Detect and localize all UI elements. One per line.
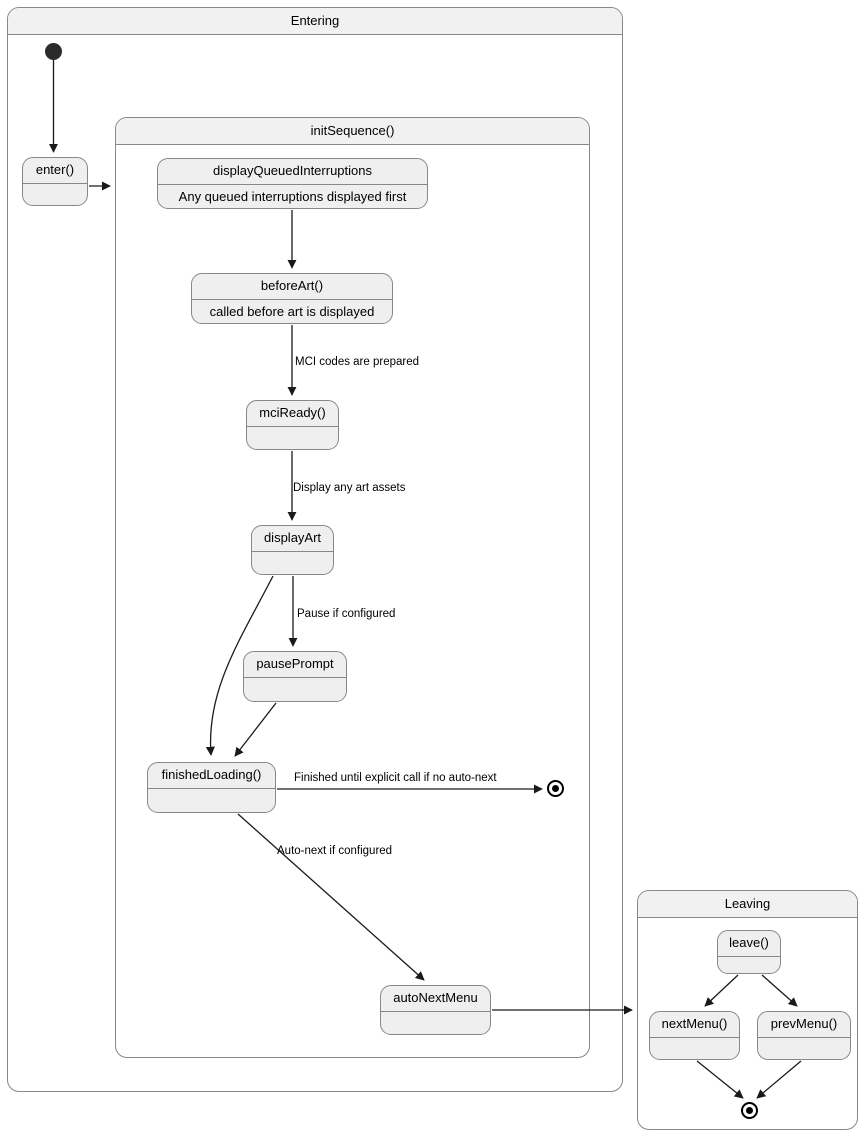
state-mciready-divider: [247, 426, 338, 427]
edge-label-finished-until-explicit: Finished until explicit call if no auto-…: [294, 772, 497, 784]
composite-state-initsequence[interactable]: initSequence(): [115, 117, 590, 1058]
state-finishedloading-title: finishedLoading(): [161, 767, 262, 782]
state-displayqueuedinterruptions-divider: [158, 184, 427, 185]
state-displayart-body: [252, 552, 333, 574]
state-nextmenu[interactable]: nextMenu(): [649, 1011, 740, 1060]
state-enter-title: enter(): [35, 162, 75, 177]
state-pauseprompt[interactable]: pausePrompt: [243, 651, 347, 702]
state-leave-title: leave(): [729, 935, 769, 950]
state-displayart[interactable]: displayArt: [251, 525, 334, 575]
state-finishedloading[interactable]: finishedLoading(): [147, 762, 276, 813]
state-enter-body: [23, 184, 87, 205]
state-mciready[interactable]: mciReady(): [246, 400, 339, 450]
state-prevmenu-divider: [758, 1037, 850, 1038]
state-nextmenu-divider: [650, 1037, 739, 1038]
state-finishedloading-divider: [148, 788, 275, 789]
state-leave-divider: [718, 956, 780, 957]
edge-label-mci-codes: MCI codes are prepared: [295, 356, 420, 368]
state-beforeart-body: called before art is displayed: [209, 304, 375, 319]
state-displayart-divider: [252, 551, 333, 552]
edge-label-display-art-assets: Display any art assets: [293, 482, 406, 494]
initial-pseudostate-icon: [45, 43, 62, 60]
state-autonextmenu-body: [381, 1012, 490, 1034]
composite-state-leaving-title: Leaving: [638, 891, 857, 918]
state-pauseprompt-title: pausePrompt: [256, 656, 334, 671]
state-beforeart-title: beforeArt(): [260, 278, 324, 293]
state-prevmenu-title: prevMenu(): [770, 1016, 838, 1031]
state-leave-body: [718, 957, 780, 973]
final-state-icon-initsequence: [547, 780, 564, 797]
state-enter[interactable]: enter(): [22, 157, 88, 206]
final-state-icon-leaving: [741, 1102, 758, 1119]
state-pauseprompt-divider: [244, 677, 346, 678]
state-displayqueuedinterruptions-title: displayQueuedInterruptions: [213, 163, 372, 178]
state-leave[interactable]: leave(): [717, 930, 781, 974]
edge-label-pause-if-configured: Pause if configured: [297, 608, 396, 620]
state-enter-divider: [23, 183, 87, 184]
state-prevmenu-body: [758, 1038, 850, 1059]
state-mciready-body: [247, 427, 338, 449]
state-displayart-title: displayArt: [263, 530, 322, 545]
state-finishedloading-body: [148, 789, 275, 812]
state-autonextmenu-divider: [381, 1011, 490, 1012]
state-autonextmenu[interactable]: autoNextMenu: [380, 985, 491, 1035]
state-prevmenu[interactable]: prevMenu(): [757, 1011, 851, 1060]
state-nextmenu-title: nextMenu(): [661, 1016, 728, 1031]
composite-state-leaving[interactable]: Leaving: [637, 890, 858, 1130]
state-mciready-title: mciReady(): [259, 405, 326, 420]
state-beforeart-divider: [192, 299, 392, 300]
composite-state-initsequence-title: initSequence(): [116, 118, 589, 145]
state-nextmenu-body: [650, 1038, 739, 1059]
composite-state-entering-title: Entering: [8, 8, 622, 35]
state-displayqueuedinterruptions-body: Any queued interruptions displayed first: [178, 189, 407, 204]
state-autonextmenu-title: autoNextMenu: [393, 990, 478, 1005]
state-displayqueuedinterruptions[interactable]: displayQueuedInterruptions Any queued in…: [157, 158, 428, 209]
edge-label-auto-next-if-configured: Auto-next if configured: [277, 845, 393, 857]
state-beforeart[interactable]: beforeArt() called before art is display…: [191, 273, 393, 324]
state-pauseprompt-body: [244, 678, 346, 701]
